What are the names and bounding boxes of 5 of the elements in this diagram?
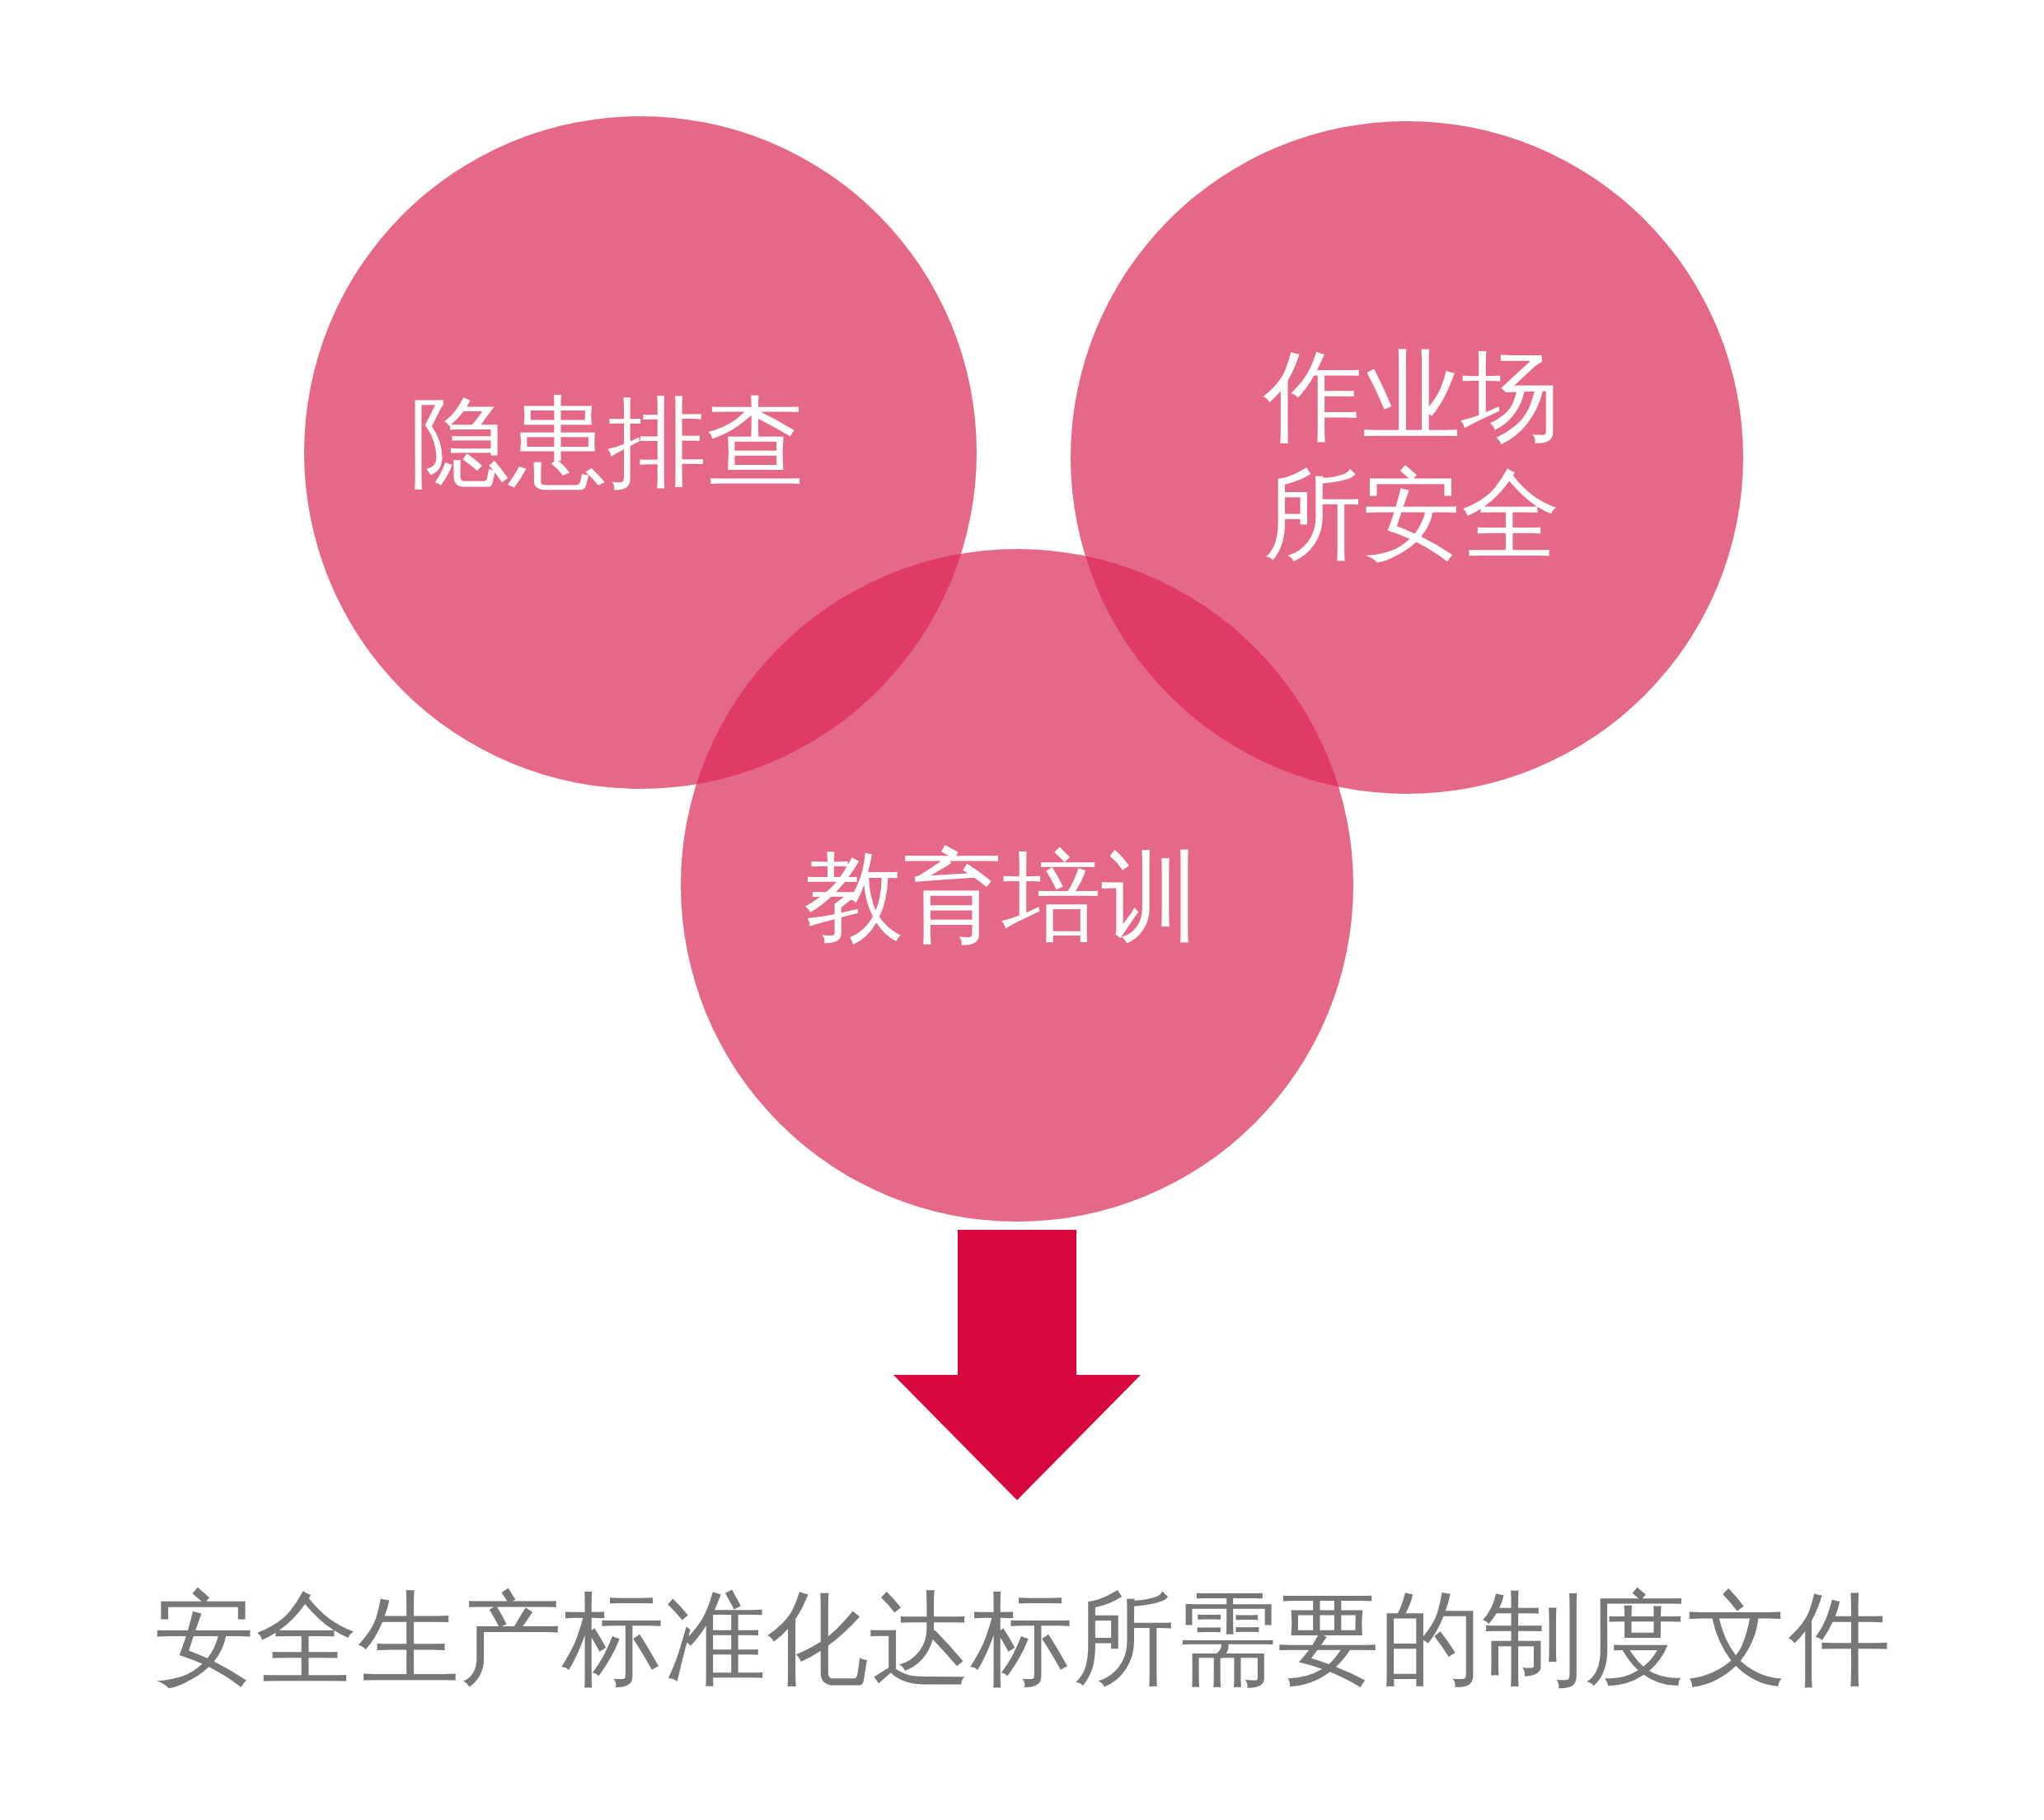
circle-label: 教育培训 [804,838,1201,955]
caption-text: 安全生产标准化达标所需要的制度文件 [0,1572,2044,1710]
circle-label: 隐患排查 [409,384,806,501]
arrow [893,1230,1141,1500]
circle-label: 作业场所安全 [1263,338,1561,574]
